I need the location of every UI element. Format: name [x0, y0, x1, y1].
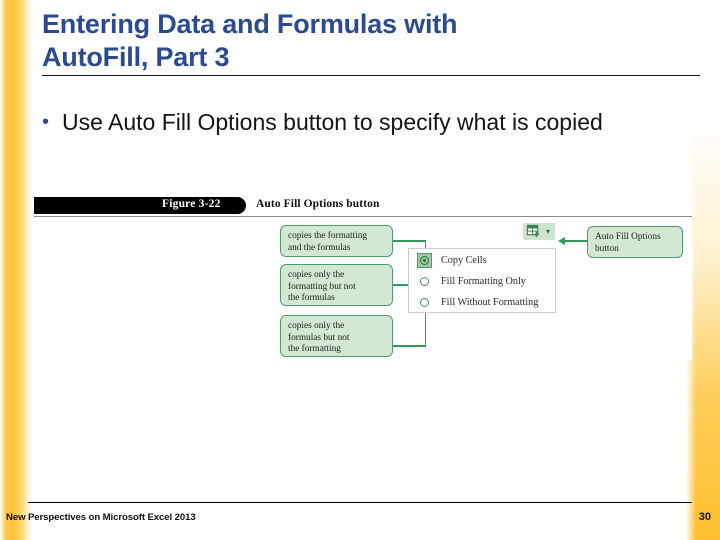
figure-caption: Auto Fill Options button	[256, 198, 380, 210]
connector-line-4	[564, 240, 588, 242]
callout-fill-without-formatting: copies only the formulas but not the for…	[280, 315, 393, 357]
connector-arrow-4	[558, 237, 565, 246]
callout-auto-fill-options-button: Auto Fill Options button	[587, 226, 683, 258]
figure-body: copies the formatting and the formulas c…	[34, 219, 692, 360]
chevron-down-icon: ▾	[546, 226, 551, 236]
connector-line-3a	[393, 345, 426, 347]
radio-icon-fill-without-formatting[interactable]	[417, 295, 432, 310]
bullet-list: • Use Auto Fill Options button to specif…	[42, 104, 692, 141]
auto-fill-options-button[interactable]: ▾	[523, 223, 555, 240]
list-item: • Use Auto Fill Options button to specif…	[42, 104, 692, 141]
auto-fill-options-icon	[526, 224, 539, 238]
left-accent-bar	[0, 0, 32, 540]
figure-block: Figure 3-22 Auto Fill Options button cop…	[34, 195, 692, 360]
auto-fill-options-menu[interactable]: Copy Cells Fill Formatting Only Fill Wit…	[408, 248, 556, 313]
figure-header: Figure 3-22 Auto Fill Options button	[34, 195, 692, 217]
page-title: Entering Data and Formulas with AutoFill…	[42, 9, 458, 72]
bullet-text: Use Auto Fill Options button to specify …	[62, 109, 603, 135]
connector-line-1a	[393, 240, 426, 242]
connector-line-2	[393, 284, 411, 286]
footer-divider	[28, 502, 692, 503]
connector-line-3b	[424, 312, 427, 346]
menu-item-label: Fill Formatting Only	[441, 276, 526, 287]
figure-number: Figure 3-22	[162, 198, 221, 210]
title-divider	[42, 75, 700, 76]
bullet-marker-icon: •	[42, 111, 50, 133]
page-number: 30	[698, 511, 711, 523]
radio-icon-fill-formatting-only[interactable]	[417, 274, 432, 289]
figure-number-bar	[34, 197, 246, 214]
footer-text: New Perspectives on Microsoft Excel 2013	[6, 512, 196, 523]
menu-item-label: Copy Cells	[441, 255, 487, 266]
connector-line-1b	[424, 240, 427, 250]
menu-item-fill-formatting-only[interactable]: Fill Formatting Only	[409, 271, 557, 292]
title-block: Entering Data and Formulas with AutoFill…	[42, 8, 702, 76]
radio-icon-copy-cells[interactable]	[417, 253, 432, 268]
menu-item-label: Fill Without Formatting	[441, 297, 539, 308]
menu-item-fill-without-formatting[interactable]: Fill Without Formatting	[409, 292, 557, 313]
callout-fill-formatting-only: copies only the formatting but not the f…	[280, 264, 393, 306]
figure-divider	[34, 216, 692, 217]
callout-copy-cells: copies the formatting and the formulas	[280, 225, 393, 257]
menu-item-copy-cells[interactable]: Copy Cells	[409, 250, 557, 271]
